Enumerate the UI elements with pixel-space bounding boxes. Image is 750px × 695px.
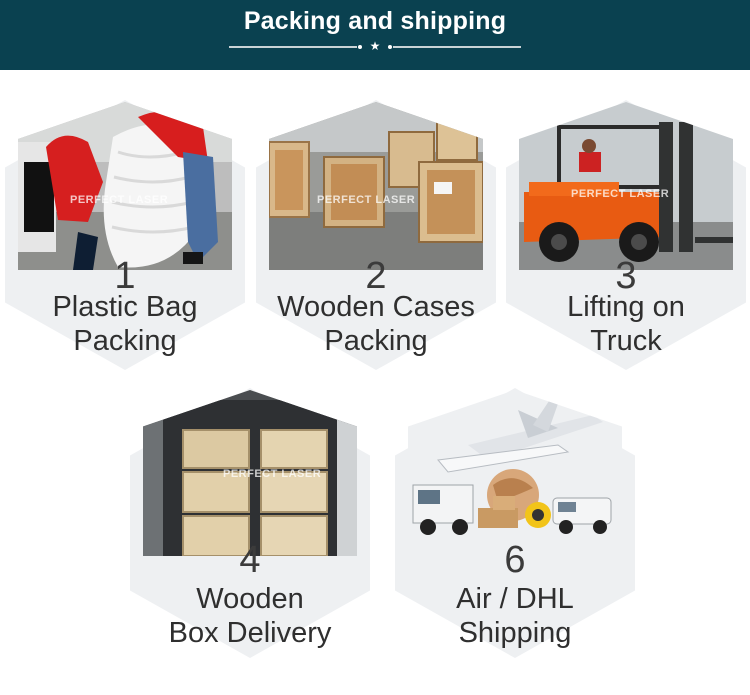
step-number-4: 4	[239, 539, 261, 581]
step-label-6-line-1: Air / DHL	[456, 583, 574, 615]
step-number-1: 1	[114, 255, 136, 297]
step-card-1: PERFECT LASER 1 Plastic Bag Packing	[10, 102, 240, 372]
step-label-4-line-1: Wooden	[196, 583, 304, 615]
plastic-bag-packing-photo	[18, 102, 232, 270]
step-card-3: PERFECT LASER 3 Lifting on Truck	[511, 102, 741, 372]
step-card-2: PERFECT LASER 2 Wooden Cases Packing	[261, 102, 491, 372]
step-label-3-line-2: Truck	[590, 325, 662, 357]
forklift-photo	[519, 102, 733, 270]
step-card-4: PERFECT LASER 4 Wooden Box Delivery	[135, 390, 365, 660]
container-photo	[143, 390, 357, 556]
step-label-4: Wooden Box Delivery	[125, 582, 375, 650]
header-rule-left	[229, 46, 357, 48]
star-icon: ★	[369, 39, 381, 53]
watermark-text: PERFECT LASER	[70, 194, 169, 206]
step-number-6: 6	[504, 539, 526, 581]
step-label-2-line-1: Wooden Cases	[277, 291, 475, 323]
step-label-1-line-1: Plastic Bag	[52, 291, 198, 323]
watermark-text: PERFECT LASER	[223, 468, 322, 480]
header-banner: Packing and shipping ★	[0, 0, 750, 70]
header-dot-right	[388, 45, 392, 49]
step-label-1: Plastic Bag Packing	[0, 290, 250, 358]
step-label-2: Wooden Cases Packing	[251, 290, 501, 358]
watermark-text: PERFECT LASER	[571, 188, 670, 200]
header-dot-left	[358, 45, 362, 49]
step-number-2: 2	[365, 255, 387, 297]
step-number-3: 3	[615, 255, 637, 297]
header-rule-right	[393, 46, 521, 48]
step-card-6: 6 Air / DHL Shipping	[400, 390, 630, 660]
step-label-1-line-2: Packing	[73, 325, 177, 357]
step-label-2-line-2: Packing	[324, 325, 428, 357]
step-label-6-line-2: Shipping	[458, 617, 572, 649]
step-label-3: Lifting on Truck	[501, 290, 750, 358]
step-label-3-line-1: Lifting on	[567, 291, 685, 323]
air-dhl-photo	[408, 390, 622, 556]
page-title: Packing and shipping	[243, 7, 507, 35]
step-label-4-line-2: Box Delivery	[168, 617, 332, 649]
wooden-cases-photo	[269, 102, 483, 270]
step-label-6: Air / DHL Shipping	[390, 582, 640, 650]
watermark-text: PERFECT LASER	[317, 194, 416, 206]
